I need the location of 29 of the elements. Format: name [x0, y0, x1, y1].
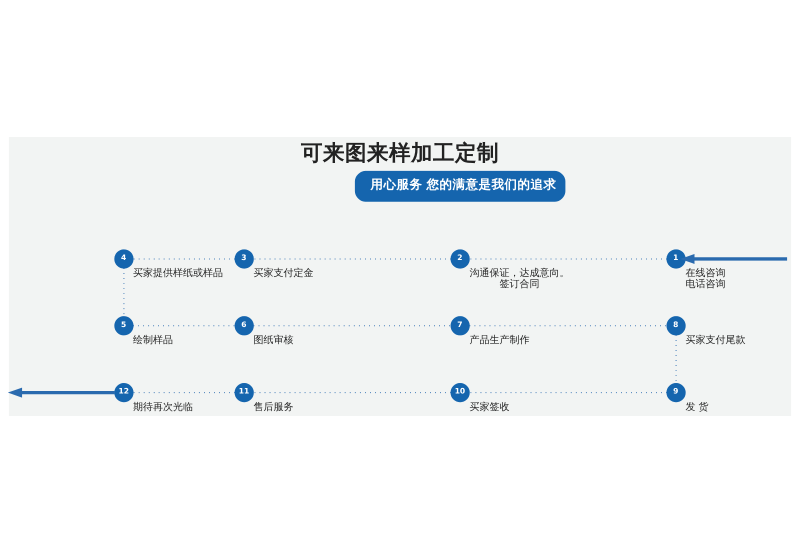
node-circle: 11 — [234, 382, 254, 402]
node-circle: 6 — [234, 316, 254, 335]
arrow — [8, 387, 114, 398]
node-circle: 2 — [450, 248, 470, 268]
node-label: 沟通保证，达成意向。签订合同 — [469, 268, 570, 290]
node-label: 发 货 — [685, 401, 708, 412]
node-label: 图纸审核 — [253, 334, 294, 346]
node-label: 期待再次光临 — [133, 401, 194, 412]
node-circle: 1 — [666, 248, 686, 268]
node-circle: 10 — [450, 382, 470, 402]
node-label: 电话咨询 — [685, 278, 726, 290]
node-circle: 4 — [114, 248, 134, 268]
arrow — [680, 253, 788, 264]
node-circle: 5 — [114, 316, 134, 335]
node-label: 买家提供样纸或样品 — [133, 268, 224, 279]
node-label: 售后服务 — [253, 401, 294, 412]
node-label: 买家签收 — [469, 401, 510, 412]
node-label: 在线咨询 — [685, 268, 726, 279]
node-circle: 8 — [666, 316, 686, 335]
node-label: 绘制样品 — [133, 334, 174, 346]
node-circle: 9 — [666, 382, 686, 402]
node-label: 买家支付定金 — [253, 268, 314, 279]
diagram-title: 可来图来样加工定制 — [301, 140, 500, 166]
node-circle: 3 — [234, 248, 254, 268]
node-box: 用心服务 您的满意是我们的追求 — [354, 170, 566, 202]
node-circle: 7 — [450, 316, 470, 335]
node-label: 产品生产制作 — [469, 334, 530, 346]
node-circle: 12 — [114, 382, 134, 402]
node-label: 买家支付尾款 — [685, 334, 746, 346]
